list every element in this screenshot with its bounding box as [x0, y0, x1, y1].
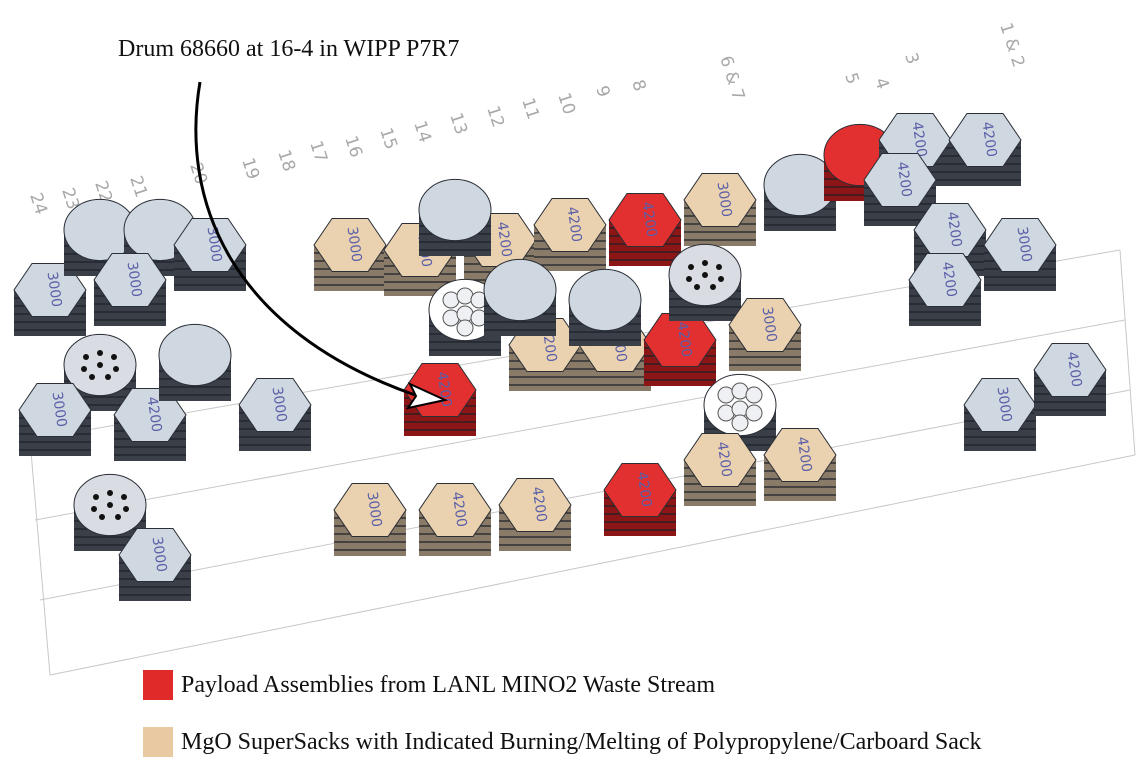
mgo-supersack-container: 4200 — [763, 427, 837, 501]
column-label: 16 — [340, 133, 366, 160]
legend-label-mgo: MgO SuperSacks with Indicated Burning/Me… — [181, 728, 982, 755]
legend-item-mgo: MgO SuperSacks with Indicated Burning/Me… — [143, 727, 982, 757]
mgo-supersack-container: 3000 — [333, 482, 407, 556]
legend-swatch-lanl — [143, 670, 173, 700]
waste-container: 3000 — [173, 217, 247, 291]
column-label: 6 & 7 — [715, 53, 748, 103]
column-label: 24 — [25, 190, 51, 217]
container-label: 4200 — [494, 221, 515, 259]
mgo-supersack-container: 4200 — [533, 197, 607, 271]
waste-container: 4200 — [113, 387, 187, 461]
container-label: 3000 — [344, 226, 365, 264]
container-label: 4200 — [634, 471, 655, 509]
waste-container — [418, 178, 492, 256]
legend-label-lanl: Payload Assemblies from LANL MINO2 Waste… — [181, 671, 715, 698]
column-label: 5 — [840, 70, 862, 86]
waste-container: 3000 — [18, 382, 92, 456]
container-label: 4200 — [944, 211, 965, 249]
column-label: 14 — [409, 118, 435, 145]
waste-container: 4200 — [948, 112, 1022, 186]
lanl-payload-container: 4200 — [603, 462, 677, 536]
waste-container — [483, 258, 557, 336]
grid-line — [39, 389, 1131, 601]
waste-container: 3000 — [963, 377, 1037, 451]
grid-line — [1119, 249, 1136, 456]
container-label: 3000 — [49, 391, 70, 429]
container-label: 4200 — [674, 321, 695, 359]
container-label: 4200 — [714, 441, 735, 479]
annotation-arrow — [194, 81, 416, 397]
waste-container: 3000 — [983, 217, 1057, 291]
container-label: 4200 — [529, 486, 550, 524]
mgo-supersack-container: 4200 — [683, 432, 757, 506]
annotation-label: Drum 68660 at 16-4 in WIPP P7R7 — [118, 36, 460, 62]
column-label: 12 — [482, 103, 508, 130]
legend-item-lanl: Payload Assemblies from LANL MINO2 Waste… — [143, 670, 715, 700]
waste-container: 3000 — [93, 252, 167, 326]
waste-container: 3000 — [118, 527, 192, 601]
annotation-arrow-head — [405, 381, 449, 410]
container-label: 4200 — [909, 121, 930, 159]
mgo-supersack-container: 3000 — [728, 297, 802, 371]
column-label: 9 — [591, 83, 613, 99]
waste-container — [763, 153, 837, 231]
container-label: 4200 — [979, 121, 1000, 159]
column-label: 11 — [517, 95, 543, 122]
column-label: 13 — [445, 110, 471, 137]
column-label: 21 — [125, 173, 151, 200]
lanl-payload-container: 4200 — [643, 312, 717, 386]
container-label: 4200 — [639, 201, 660, 239]
container-label: 3000 — [124, 261, 145, 299]
container-label: 3000 — [149, 536, 170, 574]
grid-line — [34, 319, 1126, 521]
column-label: 10 — [553, 90, 579, 117]
container-label: 4200 — [794, 436, 815, 474]
mgo-supersack-container: 4200 — [418, 482, 492, 556]
grid-line — [29, 439, 51, 676]
waste-container — [568, 268, 642, 346]
container-label: 3000 — [44, 271, 65, 309]
column-label: 19 — [237, 155, 263, 182]
lanl-payload-container: 4200 — [608, 192, 682, 266]
container-label: 4200 — [939, 261, 960, 299]
waste-container — [73, 473, 147, 551]
container-label: 4200 — [144, 396, 165, 434]
column-label: 17 — [305, 138, 331, 165]
container-label: 4200 — [449, 491, 470, 529]
waste-container: 4200 — [908, 252, 982, 326]
container-label: 4200 — [894, 161, 915, 199]
mgo-supersack-container: 4200 — [498, 477, 572, 551]
waste-container: 4200 — [1033, 342, 1107, 416]
column-label: 15 — [375, 125, 401, 152]
container-label: 3000 — [1014, 226, 1035, 264]
waste-container — [158, 323, 232, 401]
mgo-supersack-container: 3000 — [313, 217, 387, 291]
container-label: 3000 — [364, 491, 385, 529]
container-label: 3000 — [714, 181, 735, 219]
column-label: 4 — [870, 75, 892, 91]
column-label: 3 — [900, 50, 922, 66]
column-label: 1 & 2 — [995, 20, 1028, 70]
waste-container: 3000 — [13, 262, 87, 336]
column-label: 18 — [273, 147, 299, 174]
container-label: 3000 — [269, 386, 290, 424]
waste-container: 3000 — [238, 377, 312, 451]
container-label: 3000 — [759, 306, 780, 344]
column-label: 8 — [627, 77, 649, 93]
container-label: 4200 — [1064, 351, 1085, 389]
container-label: 4200 — [564, 206, 585, 244]
mgo-supersack-container: 3000 — [683, 172, 757, 246]
container-label: 3000 — [994, 386, 1015, 424]
waste-container — [668, 243, 742, 321]
legend-swatch-mgo — [143, 727, 173, 757]
grid-line — [49, 454, 1136, 676]
